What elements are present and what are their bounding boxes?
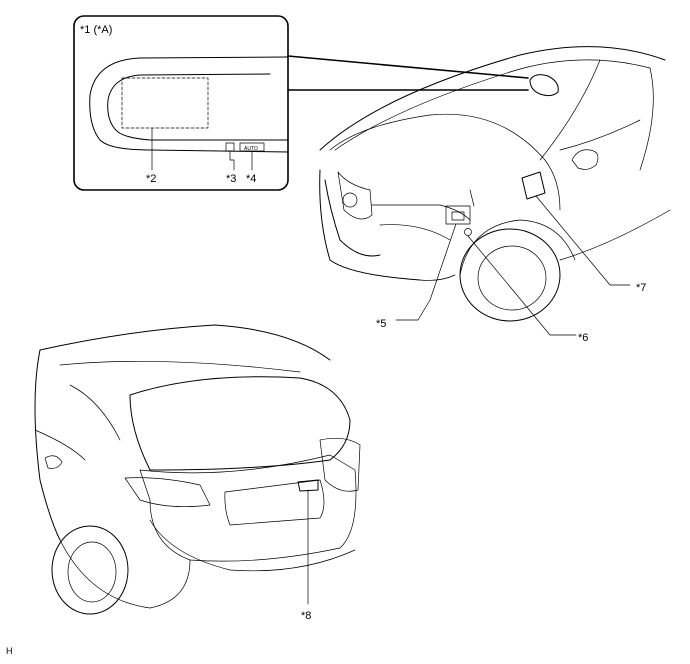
- emblem: [342, 192, 358, 208]
- mirror-detail-inset: *1 (*A) AUTO *2 *3 *4: [73, 15, 529, 191]
- left-tail-light: [124, 477, 211, 508]
- rear-camera-part: [297, 479, 319, 492]
- leader-6: [467, 235, 577, 336]
- sensor-5-part: [445, 205, 471, 225]
- inset-frame: [73, 15, 289, 191]
- headlight-outline: [371, 204, 471, 221]
- callout-2-label: *2: [146, 173, 156, 185]
- rear-window: [129, 376, 351, 471]
- rear-wheel: [51, 525, 129, 615]
- callout-6-label: *6: [578, 332, 588, 344]
- front-vehicle-view: *5 *6 *7: [319, 46, 671, 344]
- rear-side-mirror: [44, 455, 63, 469]
- windshield-mirror-part: [529, 74, 559, 97]
- leader-7: [535, 195, 631, 286]
- grille-outline: [337, 171, 373, 220]
- front-sensor-cluster: [445, 189, 475, 236]
- auto-switch-text: AUTO: [244, 146, 258, 152]
- rear-vehicle-view: *8: [34, 324, 361, 622]
- wheel-arch: [459, 219, 576, 276]
- right-tail-light: [319, 438, 361, 492]
- callout-1-label: *1 (*A): [80, 24, 112, 36]
- callout-8-label: *8: [301, 610, 311, 622]
- corner-code: H: [6, 646, 13, 656]
- license-plate-area: [224, 479, 325, 526]
- part-7: [521, 171, 546, 200]
- callout-4-label: *4: [246, 173, 256, 185]
- callout-3-label: *3: [226, 173, 236, 185]
- tailgate: [139, 454, 357, 562]
- front-wheel: [459, 228, 561, 322]
- callout-5-label: *5: [376, 318, 386, 330]
- side-mirror-outline: [571, 149, 599, 170]
- inset-link-top: [287, 55, 529, 79]
- inner-mirror-sensor-area: [121, 77, 209, 129]
- leader-3: [229, 150, 235, 171]
- rear-view-mirror: AUTO: [89, 56, 289, 153]
- sensor-6-part: [464, 228, 472, 236]
- photo-sensor: [225, 142, 235, 152]
- leader-5: [395, 223, 457, 321]
- callout-7-label: *7: [636, 282, 646, 294]
